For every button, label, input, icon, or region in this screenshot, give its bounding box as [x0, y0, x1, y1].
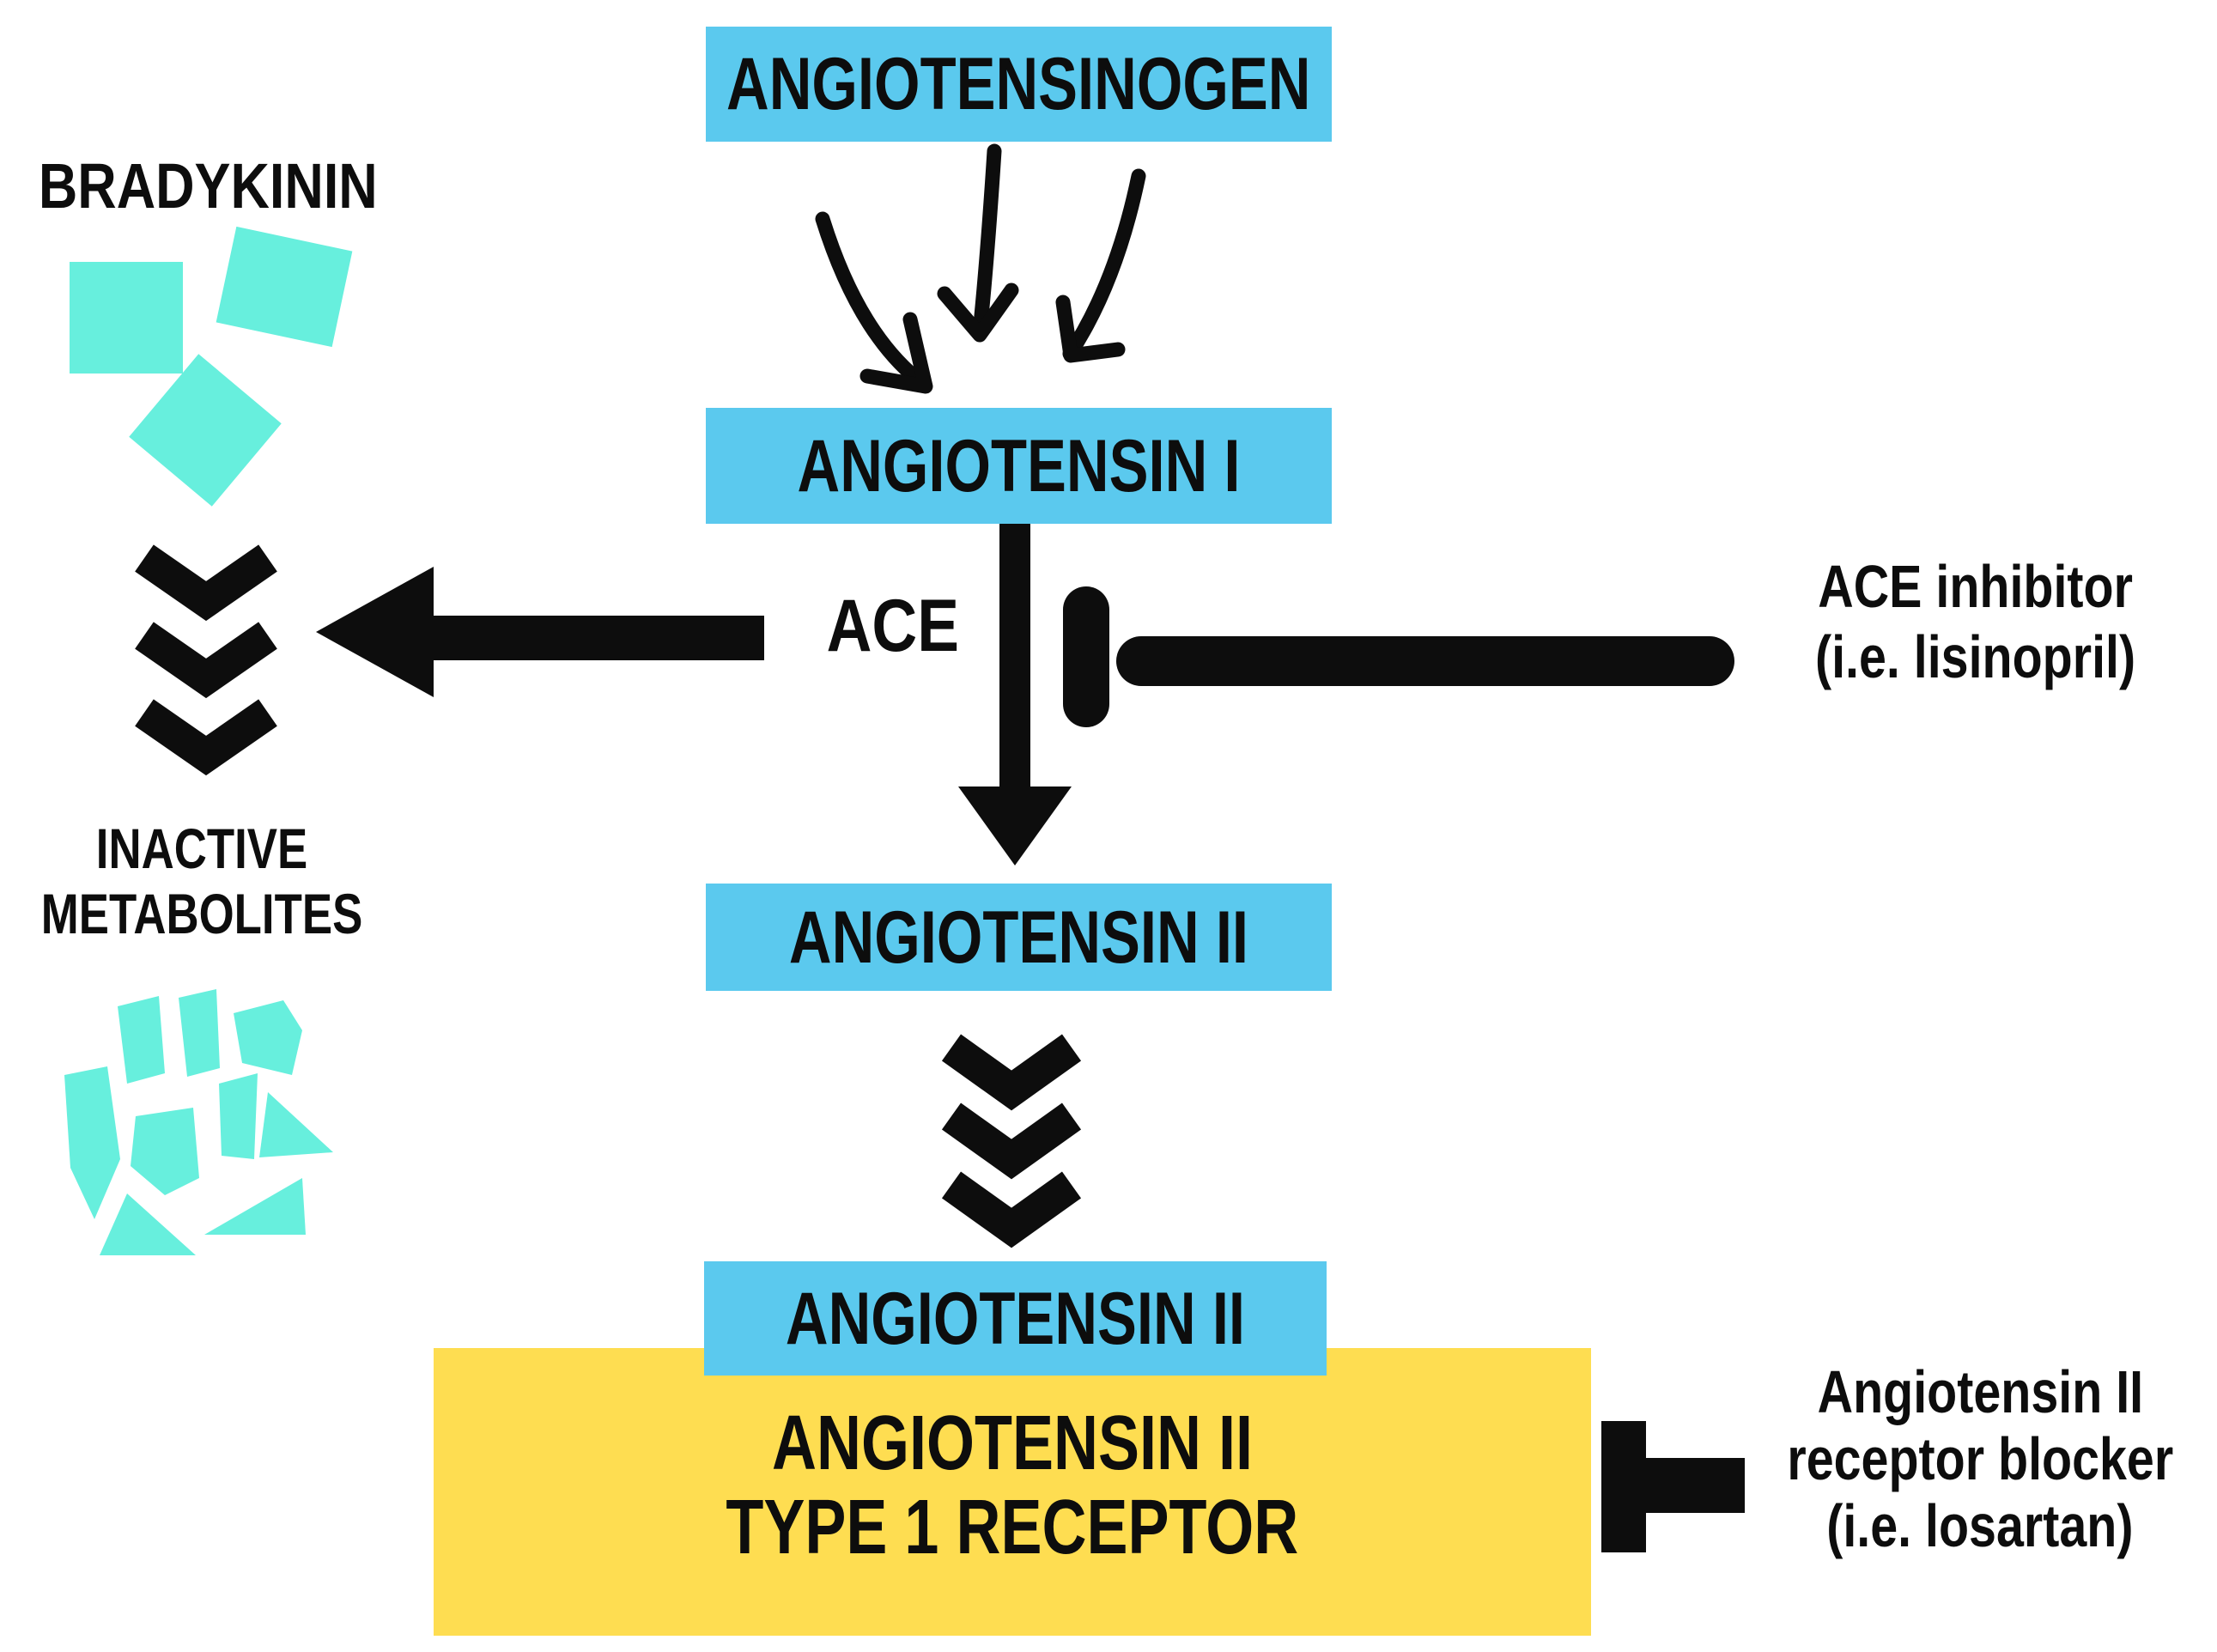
- node-angiotensin-ii-bound-label: ANGIOTENSIN II: [785, 1277, 1246, 1360]
- ace-inhibitor-label-line1: ACE inhibitor: [1818, 553, 2134, 620]
- node-angiotensinogen-label: ANGIOTENSINOGEN: [726, 43, 1311, 125]
- bradykinin-molecule-1: [70, 262, 183, 374]
- arb-label-line1: Angiotensin II: [1817, 1358, 2143, 1425]
- node-angiotensin-ii-label: ANGIOTENSIN II: [788, 896, 1249, 979]
- arb-block-symbol: [1601, 1421, 1745, 1552]
- conversion-down-arrow: [958, 523, 1072, 865]
- bradykinin-label: BRADYKININ: [38, 150, 378, 222]
- inactive-metabolites-line1: INACTIVE: [95, 817, 308, 880]
- ace-inhibitor-label-line2: (i.e. lisinopril): [1815, 623, 2136, 690]
- node-angiotensin-i-label: ANGIOTENSIN I: [797, 424, 1241, 507]
- node-angiotensin-ii: ANGIOTENSIN II: [706, 884, 1332, 991]
- inactive-metabolite-fragments: [64, 989, 333, 1255]
- arb-label-line3: (i.e. losartan): [1826, 1492, 2134, 1559]
- at1-receptor-label: ANGIOTENSIN II TYPE 1 RECEPTOR: [434, 1401, 1591, 1570]
- angiotensin-ii-action-chevrons: [941, 1034, 1082, 1248]
- at1-receptor-label-line1: ANGIOTENSIN II: [771, 1400, 1254, 1486]
- inactive-metabolites-line2: METABOLITES: [40, 882, 363, 945]
- at1-receptor-label-line2: TYPE 1 RECEPTOR: [726, 1485, 1299, 1570]
- node-angiotensinogen: ANGIOTENSINOGEN: [706, 27, 1332, 142]
- arb-label: Angiotensin II receptor blocker (i.e. lo…: [1743, 1358, 2217, 1559]
- inactive-metabolites-label: INACTIVE METABOLITES: [0, 816, 404, 946]
- ace-bradykinin-arrow: [316, 567, 764, 697]
- curved-arrow-right: [1055, 168, 1146, 363]
- ace-enzyme-label: ACE: [826, 585, 960, 667]
- bradykinin-degradation-chevrons: [135, 544, 277, 776]
- node-angiotensin-i: ANGIOTENSIN I: [706, 408, 1332, 524]
- ace-inhibitor-label: ACE inhibitor (i.e. lisinopril): [1734, 551, 2217, 692]
- curved-arrow-middle: [937, 143, 1019, 343]
- node-at1-receptor: ANGIOTENSIN II TYPE 1 RECEPTOR: [434, 1348, 1591, 1636]
- ace-inhibitor-block-bar: [1063, 586, 1109, 727]
- node-angiotensin-ii-bound: ANGIOTENSIN II: [704, 1261, 1327, 1376]
- curved-arrow-left: [815, 211, 933, 394]
- arb-label-line2: receptor blocker: [1787, 1425, 2173, 1492]
